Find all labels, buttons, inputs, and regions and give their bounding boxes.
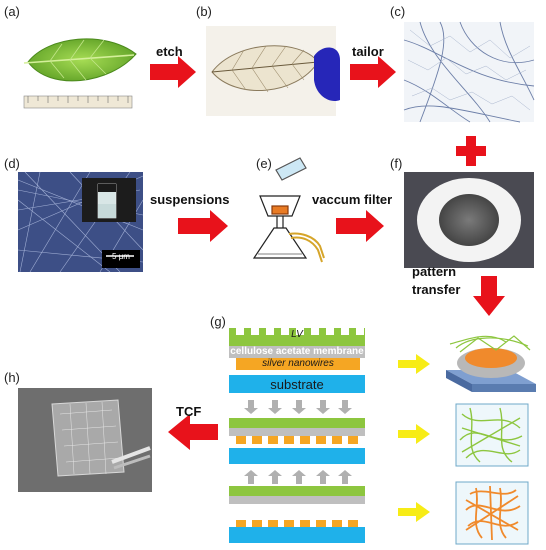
step-label-vacuum-filter: vaccum filter xyxy=(312,192,393,207)
green-wire-pattern xyxy=(455,403,529,467)
lift-up-arrows xyxy=(244,470,352,484)
layer-stack-2 xyxy=(229,400,365,464)
plus-icon xyxy=(456,136,486,166)
nanowire-sem-image xyxy=(17,171,144,273)
step-label-etch: etch xyxy=(156,44,183,59)
layer-label-membrane: cellulose acetate membrane xyxy=(230,346,364,357)
tailor-arrow xyxy=(350,56,396,88)
ruler-ticks xyxy=(27,96,129,103)
layer-label-lv: LV xyxy=(291,329,303,340)
panel-label-f: (f) xyxy=(390,156,403,171)
yellow-arrow-2 xyxy=(398,424,430,444)
tcf-photo xyxy=(18,388,152,492)
panel-label-c: (c) xyxy=(390,4,406,19)
layer-stack-1 xyxy=(229,328,365,393)
skeleton-leaf-photo xyxy=(206,26,340,116)
tcf-arrow xyxy=(168,414,218,450)
yellow-arrow-3 xyxy=(398,502,430,522)
suspensions-arrow xyxy=(178,210,228,242)
pattern-transfer-arrow xyxy=(473,276,505,316)
scale-bar-label: 5 μm xyxy=(112,252,130,261)
step-label-pattern: pattern xyxy=(412,264,457,279)
etch-arrow xyxy=(150,56,196,88)
transfer-3d-illustration xyxy=(446,335,536,392)
filtration-flask xyxy=(252,157,325,263)
step-label-tcf: TCF xyxy=(176,404,202,419)
panel-label-g: (g) xyxy=(210,314,226,329)
press-down-arrows xyxy=(244,400,352,414)
panel-label-e: (e) xyxy=(256,156,272,171)
orange-wire-pattern xyxy=(455,481,529,545)
layer-label-substrate: substrate xyxy=(270,377,324,392)
filtered-membrane-photo xyxy=(404,172,534,268)
vein-network-image xyxy=(403,21,535,123)
layer-stack-3 xyxy=(229,470,365,543)
yellow-arrow-1 xyxy=(398,354,430,374)
layer-label-nanowires: silver nanowires xyxy=(262,358,334,369)
vacuum-filter-arrow xyxy=(336,210,384,242)
panel-label-b: (b) xyxy=(196,4,212,19)
panel-label-h: (h) xyxy=(4,370,20,385)
step-label-suspensions: suspensions xyxy=(150,192,230,207)
step-label-transfer: transfer xyxy=(412,282,461,297)
step-label-tailor: tailor xyxy=(352,44,384,59)
leaf-photo xyxy=(18,24,138,114)
panel-label-d: (d) xyxy=(4,156,20,171)
panel-label-a: (a) xyxy=(4,4,20,19)
